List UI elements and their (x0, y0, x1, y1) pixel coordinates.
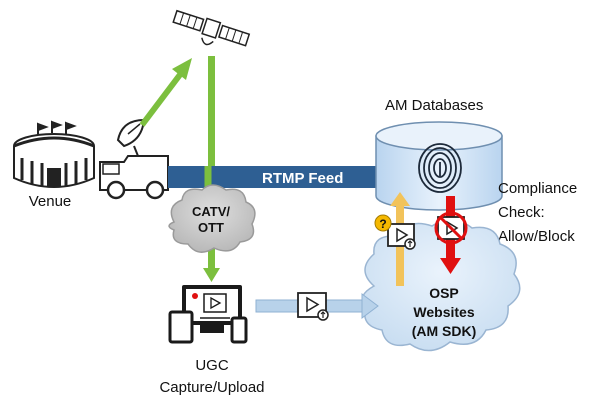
downlink-arrow-overlay (208, 190, 215, 196)
video-upload-icon (297, 292, 329, 321)
catv-label-line1: CATV/ (192, 204, 230, 219)
blocked-video-icon (434, 211, 468, 245)
am-databases-label: AM Databases (385, 97, 483, 114)
satellite-icon (172, 9, 251, 47)
ugc-label-line2: Capture/Upload (159, 379, 264, 396)
am-database-cylinder (375, 121, 503, 211)
ugc-label-line1: UGC (195, 357, 229, 374)
compliance-line3: Allow/Block (498, 228, 575, 245)
fingerprint-icon (418, 143, 462, 193)
osp-label-line2: Websites (413, 304, 474, 320)
catv-label-line2: OTT (198, 220, 224, 235)
stadium-icon (13, 120, 95, 188)
osp-label-line1: OSP (429, 285, 459, 301)
multi-device-icon (168, 285, 248, 344)
osp-label-line3: (AM SDK) (412, 323, 477, 339)
query-video-icon (387, 223, 416, 250)
compliance-line1: Compliance (498, 180, 577, 197)
downlink-arrow (203, 56, 220, 282)
question-mark: ? (379, 217, 386, 231)
broadcast-truck-icon (99, 155, 169, 200)
uplink-arrow (139, 58, 192, 127)
venue-label: Venue (29, 193, 72, 210)
rtmp-feed-label: RTMP Feed (262, 170, 343, 187)
compliance-line2: Check: (498, 204, 545, 221)
question-badge-icon: ? (374, 214, 392, 232)
catv-ott-cloud (168, 184, 256, 253)
satellite-dish-icon (116, 118, 146, 157)
